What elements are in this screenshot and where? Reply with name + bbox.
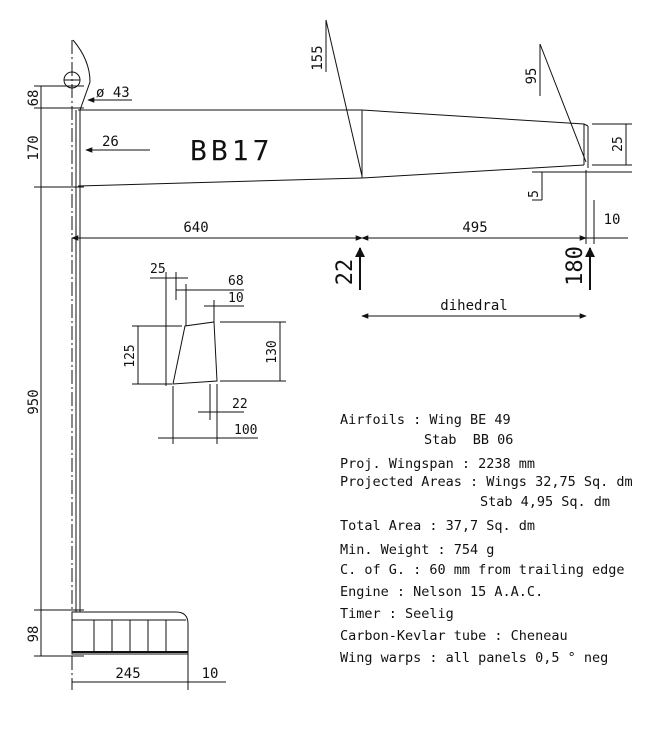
fuselage-tube — [75, 110, 81, 612]
outer-sweep-dimension — [539, 43, 587, 163]
span-dimension-line — [71, 170, 628, 244]
spec-line: Engine : Nelson 15 A.A.C. — [340, 584, 543, 600]
tip-chord-dimension — [592, 123, 632, 166]
dim-fin-22: 22 — [232, 397, 248, 412]
dim-stab-end: 10 — [202, 666, 219, 682]
dim-fin-130: 130 — [265, 340, 280, 363]
dim-tip-chord: 25 — [611, 136, 626, 152]
spec-line: Projected Areas : Wings 32,75 Sq. dm — [340, 474, 633, 490]
dim-wing-le-offset: 26 — [102, 134, 119, 150]
spec-block: Airfoils : Wing BE 49 Stab BB 06 Proj. W… — [340, 412, 633, 666]
spec-line: Carbon-Kevlar tube : Cheneau — [340, 628, 568, 644]
dim-tip-offset: 5 — [527, 190, 542, 198]
dim-fin-10: 10 — [228, 291, 244, 306]
dim-fin-125: 125 — [123, 344, 138, 367]
spec-line: C. of G. : 60 mm from trailing edge — [340, 562, 624, 578]
spec-line: Min. Weight : 754 g — [340, 542, 494, 558]
left-dimension-line — [34, 85, 84, 657]
dihedral-label: dihedral — [440, 298, 507, 314]
dim-tip-sweep: 155 — [310, 45, 326, 70]
dim-fin-25: 25 — [150, 262, 166, 277]
dim-fin-100: 100 — [234, 423, 257, 438]
fin-detail — [132, 272, 286, 444]
spec-line: Stab BB 06 — [424, 432, 513, 448]
pylon-nose — [63, 39, 91, 111]
spec-line: Airfoils : Wing BE 49 — [340, 412, 511, 428]
tip-sweep-dimension — [325, 19, 363, 177]
dim-fin-68: 68 — [228, 274, 244, 289]
model-name: BB17 — [190, 134, 273, 167]
wing-planform — [77, 109, 589, 187]
spec-line: Total Area : 37,7 Sq. dm — [340, 518, 535, 534]
stabilizer — [71, 611, 226, 690]
dim-tip-end: 10 — [604, 212, 621, 228]
dim-stab-span: 245 — [115, 666, 140, 682]
tip-offset-dimension — [532, 171, 632, 201]
dim-fuselage-length: 950 — [26, 389, 42, 414]
dim-outer-sweep: 95 — [524, 68, 540, 85]
dim-pylon-height: 68 — [26, 90, 42, 107]
dim-inner-panel: 640 — [183, 220, 208, 236]
dim-outer-dihedral: 180 — [563, 246, 588, 286]
dim-inner-dihedral: 22 — [333, 259, 358, 286]
spec-line: Wing warps : all panels 0,5 ° neg — [340, 650, 608, 666]
dim-wing-chord: 170 — [26, 135, 42, 160]
dim-pylon-hole: ø 43 — [96, 85, 130, 101]
dim-stab-chord: 98 — [26, 626, 42, 643]
spec-line: Stab 4,95 Sq. dm — [480, 494, 610, 510]
spec-line: Timer : Seelig — [340, 606, 454, 622]
dim-outer-panel: 495 — [462, 220, 487, 236]
spec-line: Proj. Wingspan : 2238 mm — [340, 456, 535, 472]
